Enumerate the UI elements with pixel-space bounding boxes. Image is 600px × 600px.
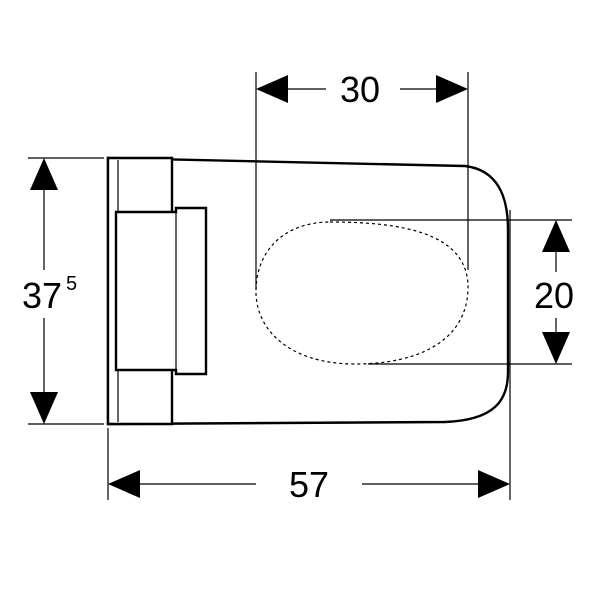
arrow-right-icon <box>478 470 510 498</box>
dimension-label-side-height: 37 <box>22 275 62 316</box>
dimension-right-height: 20 <box>534 220 574 364</box>
arrow-up-icon <box>30 158 58 190</box>
arrow-left-icon <box>256 75 288 103</box>
arrow-right-icon <box>436 75 468 103</box>
arrow-up-icon <box>542 220 570 252</box>
arrow-down-icon <box>542 332 570 364</box>
dimension-label-right-height: 20 <box>534 275 574 316</box>
bowl-body <box>106 156 510 426</box>
mounting-bracket <box>114 206 208 376</box>
dimension-label-total-length: 57 <box>289 464 329 505</box>
bowl-opening-dashed <box>255 221 469 365</box>
dimension-top-width: 30 <box>256 69 468 110</box>
toilet-outline <box>106 156 510 426</box>
dimension-label-top-width: 30 <box>340 69 380 110</box>
dimension-label-side-height-superscript: 5 <box>66 273 77 295</box>
arrow-left-icon <box>108 470 140 498</box>
dimension-side-height: 37 5 <box>22 158 77 424</box>
extension-lines <box>28 72 572 500</box>
arrow-down-icon <box>30 392 58 424</box>
dimension-total-length: 57 <box>108 464 510 505</box>
